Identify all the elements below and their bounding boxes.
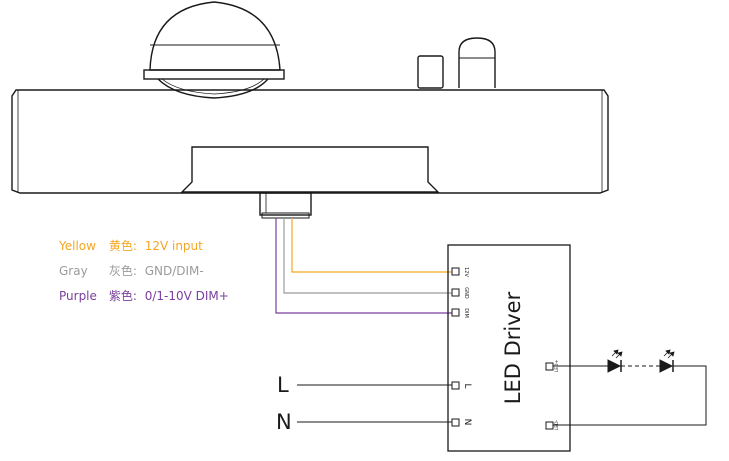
terminal-gnd xyxy=(451,288,460,297)
bottom-mount xyxy=(180,146,440,193)
terminal-12v xyxy=(451,267,460,276)
led-diode-2 xyxy=(659,359,674,373)
gray-wire xyxy=(283,218,452,294)
legend-yellow-name: Yellow xyxy=(59,239,96,253)
terminal-dim-label: DIM xyxy=(463,308,469,318)
lens-base xyxy=(143,69,285,80)
input-terminals xyxy=(451,267,460,427)
terminal-l-label: L xyxy=(462,383,472,388)
cable-gland xyxy=(259,192,312,216)
legend-purple-value: 0/1-10V DIM+ xyxy=(144,289,229,303)
legend-purple-name: Purple xyxy=(59,289,97,303)
legend-yellow: Yellow 黄色: 12V input xyxy=(59,237,203,254)
dome-lens xyxy=(149,1,281,71)
yellow-wire xyxy=(291,218,452,273)
purple-wire xyxy=(275,218,452,314)
signal-wires xyxy=(275,218,452,314)
legend-gray-cn: 灰色: xyxy=(108,264,137,278)
legend-purple: Purple 紫色: 0/1-10V DIM+ xyxy=(59,287,229,304)
led-driver-box xyxy=(447,244,571,452)
legend-purple-cn: 紫色: xyxy=(108,289,137,303)
terminal-dim xyxy=(451,308,460,317)
led-load xyxy=(553,349,707,426)
legend-yellow-cn: 黄色: xyxy=(108,239,137,253)
terminal-l xyxy=(451,381,460,390)
terminal-led-plus xyxy=(545,362,554,371)
led-driver-title: LED Driver xyxy=(501,291,525,404)
led-diode-1 xyxy=(607,359,622,373)
legend-gray: Gray 灰色: GND/DIM- xyxy=(59,262,204,279)
adjust-knob xyxy=(417,55,444,89)
legend-gray-name: Gray xyxy=(59,264,88,278)
led-return-wire xyxy=(553,365,707,426)
legend-yellow-value: 12V input xyxy=(144,239,203,253)
led-driver: LED Driver 12V GND DIM L N LED+ LED- xyxy=(447,244,571,452)
terminal-n-label: N xyxy=(462,419,472,426)
terminal-led-minus xyxy=(545,421,554,430)
terminal-n xyxy=(451,418,460,427)
mains-l-label: L xyxy=(277,373,289,397)
terminal-12v-label: 12V xyxy=(463,267,469,277)
mains-n-label: N xyxy=(276,410,292,434)
legend-gray-value: GND/DIM- xyxy=(144,264,204,278)
terminal-gnd-label: GND xyxy=(463,287,469,299)
housing xyxy=(11,89,609,194)
indicator-led xyxy=(458,37,496,88)
sensor-device xyxy=(11,1,609,219)
mains-input: L N xyxy=(276,373,452,434)
